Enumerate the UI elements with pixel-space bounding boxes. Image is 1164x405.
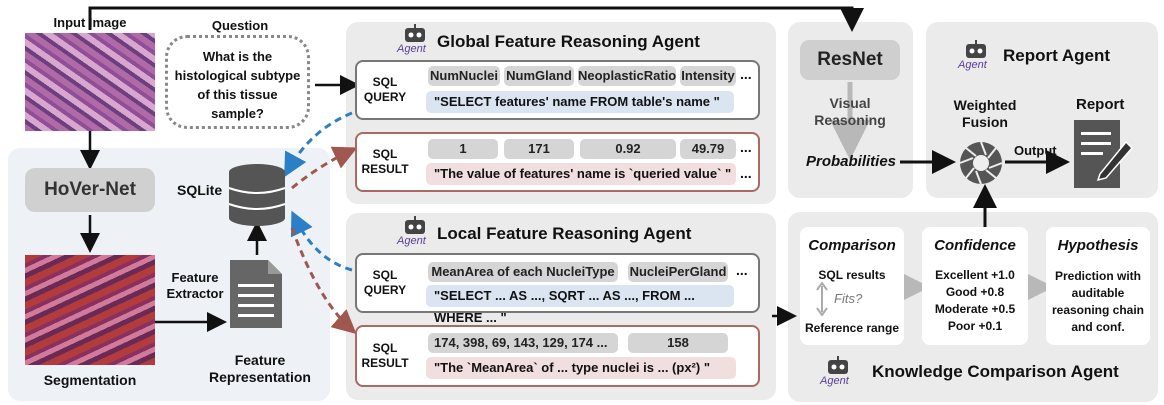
global-result-value: 49.79 (680, 139, 736, 159)
input-image (25, 33, 155, 131)
global-result-value: 0.92 (580, 139, 676, 159)
local-result-label: SQL RESULT (361, 341, 409, 370)
resnet-block: ResNet (800, 40, 900, 80)
question-bubble: What is the histological subtype of this… (165, 35, 310, 129)
sql-results-label: SQL results (818, 268, 886, 282)
segmentation-label: Segmentation (43, 372, 137, 388)
local-query-label: SQL QUERY (363, 268, 407, 297)
global-query-tag: NumGland (504, 66, 574, 86)
confidence-line: Moderate +0.5 (934, 302, 1016, 316)
global-result-value: 171 (504, 139, 574, 159)
global-query-label: SQL QUERY (363, 75, 407, 104)
agent-tag-global: Agent (397, 43, 426, 55)
agent-tag-report: Agent (958, 59, 987, 71)
probabilities-label: Probabilities (806, 153, 897, 170)
feature-representation-label: Feature Representation (209, 352, 311, 385)
report-document-icon (1074, 120, 1134, 188)
global-query-text: "SELECT features' name FROM table's name… (426, 91, 734, 113)
ellipsis: ... (736, 262, 748, 278)
database-icon (228, 164, 286, 226)
ellipsis: ... (740, 66, 752, 82)
fits-label: Fits? (834, 291, 863, 306)
global-result-value: 1 (428, 139, 498, 159)
local-result-value: 158 (628, 333, 728, 353)
local-query-tag: MeanArea of each NucleiType (428, 262, 618, 282)
sqlite-label: SQLite (177, 182, 223, 198)
agent-tag-knowledge: Agent (820, 375, 849, 387)
comparison-box (800, 227, 904, 345)
local-query-tag: NucleiPerGland (628, 262, 728, 282)
global-query-tag: NeoplasticRatio (578, 66, 676, 86)
robot-icon (405, 216, 425, 234)
hypothesis-title: Hypothesis (1057, 237, 1139, 254)
hypothesis-text: Prediction with auditable reasoning chai… (1051, 269, 1145, 334)
segmentation-image (25, 255, 155, 365)
ellipsis: ... (740, 139, 752, 155)
comparison-title: Comparison (808, 237, 896, 254)
robot-icon (966, 40, 986, 58)
output-label: Output (1014, 143, 1057, 158)
reference-range-label: Reference range (804, 321, 900, 335)
input-image-title: Input Image (53, 15, 127, 30)
confidence-line: Poor +0.1 (947, 319, 1003, 333)
confidence-line: Good +0.8 (945, 285, 1005, 299)
global-result-dashed-arrow (291, 146, 358, 190)
local-agent-title: Local Feature Reasoning Agent (437, 224, 692, 243)
visual-reasoning-label: Visual Reasoning (814, 95, 886, 128)
local-query-dashed-arrow (290, 210, 353, 272)
global-agent-title: Global Feature Reasoning Agent (437, 32, 700, 51)
knowledge-agent-title: Knowledge Comparison Agent (872, 362, 1119, 381)
ellipsis: ... (740, 165, 752, 181)
robot-icon (828, 356, 848, 374)
question-title: Question (211, 18, 269, 33)
double-arrow-icon (816, 282, 828, 316)
report-agent-title: Report Agent (1003, 46, 1111, 65)
confidence-line: Excellent +1.0 (935, 268, 1015, 282)
local-query-text: "SELECT ... AS ..., SQRT ... AS ..., FRO… (426, 285, 734, 325)
local-result-value: 174, 398, 69, 143, 129, 174 ... (428, 333, 618, 353)
global-result-text: "The value of features' name is `queried… (426, 163, 736, 185)
input-to-resnet-arrow (88, 6, 864, 32)
local-result-text: "The `MeanArea` of ... type nuclei is ..… (426, 357, 736, 379)
global-query-tag: Intensity (680, 66, 736, 86)
confidence-title: Confidence (934, 237, 1016, 254)
hypothesis-box (1046, 227, 1150, 345)
report-label: Report (1076, 96, 1125, 113)
document-icon (230, 260, 282, 328)
agent-tag-local: Agent (397, 235, 426, 247)
global-result-label: SQL RESULT (361, 147, 409, 176)
global-query-tag: NumNuclei (428, 66, 500, 86)
local-result-dashed-arrow (290, 227, 357, 334)
feature-extractor-label: Feature Extractor (166, 270, 224, 301)
confidence-box (922, 227, 1028, 345)
robot-icon (405, 24, 425, 42)
aperture-icon (959, 141, 1003, 185)
hovernet-block: HoVer-Net (25, 168, 155, 212)
weighted-fusion-label: Weighted Fusion (953, 97, 1017, 130)
